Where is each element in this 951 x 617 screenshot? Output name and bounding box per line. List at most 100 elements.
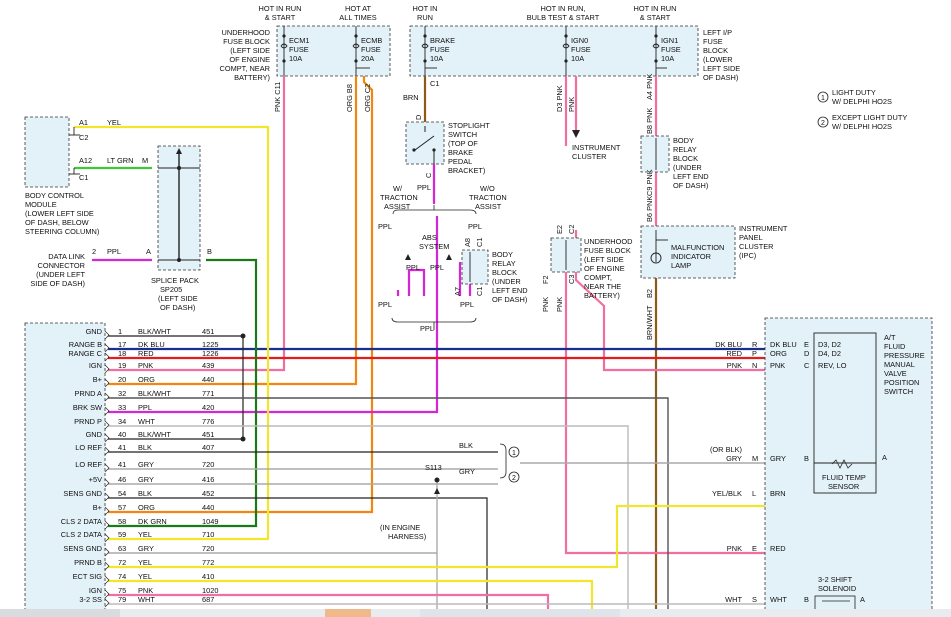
ecm-row-label: ECT SIG bbox=[73, 572, 103, 581]
right-row-inner: DK BLU bbox=[770, 340, 797, 349]
ecm-row-label: PRND P bbox=[74, 417, 102, 426]
fuse-ign0-type: FUSE bbox=[571, 45, 591, 54]
ecm-row-pin: 17 bbox=[118, 340, 126, 349]
svg-text:BATTERY): BATTERY) bbox=[234, 73, 270, 82]
svg-text:PPL: PPL bbox=[107, 247, 121, 256]
svg-text:B6 PNK: B6 PNK bbox=[645, 196, 654, 222]
svg-text:HARNESS): HARNESS) bbox=[388, 532, 426, 541]
fuse-ecmb-type: FUSE bbox=[361, 45, 381, 54]
ecm-row-label: SENS GND bbox=[63, 489, 102, 498]
fuse-brake-rating: 10A bbox=[430, 54, 443, 63]
right-row-pin: N bbox=[752, 361, 757, 370]
svg-text:C2: C2 bbox=[567, 225, 576, 234]
svg-text:SENSOR: SENSOR bbox=[828, 482, 859, 491]
body-control-module bbox=[24, 116, 70, 188]
right-row-pin: R bbox=[752, 340, 757, 349]
ecm-row-circuit: 1020 bbox=[202, 586, 218, 595]
wire-pnk-ign bbox=[108, 76, 286, 372]
ecm-row-circuit: 1226 bbox=[202, 349, 218, 358]
svg-text:(UNDER LEFT: (UNDER LEFT bbox=[36, 270, 85, 279]
svg-text:W/O: W/O bbox=[480, 184, 495, 193]
svg-text:FUSE: FUSE bbox=[703, 37, 723, 46]
ecm-row-color: YEL bbox=[138, 572, 152, 581]
fuse-ecmb-name: ECMB bbox=[361, 36, 382, 45]
svg-text:ABS: ABS bbox=[422, 233, 437, 242]
ecm-row-pin-mark bbox=[104, 547, 110, 557]
ecm-row-pin-mark bbox=[104, 378, 110, 388]
svg-text:OF DASH): OF DASH) bbox=[492, 295, 527, 304]
hot-label-ign0: HOT IN RUN, bbox=[540, 4, 585, 13]
svg-text:INDICATOR: INDICATOR bbox=[671, 252, 711, 261]
ecm-row-pin-mark bbox=[104, 520, 110, 530]
svg-text:MODULE: MODULE bbox=[25, 200, 57, 209]
wire-org-b-plus-57 bbox=[108, 76, 374, 514]
ecm-row-label: RANGE C bbox=[68, 349, 102, 358]
right-row-pin: L bbox=[752, 489, 756, 498]
svg-text:A1: A1 bbox=[79, 118, 88, 127]
hot-label-ign1: HOT IN RUN bbox=[634, 4, 677, 13]
ecm-row-color: YEL bbox=[138, 558, 152, 567]
svg-text:CLUSTER: CLUSTER bbox=[739, 242, 774, 251]
ecm-row-pin-mark bbox=[104, 446, 110, 456]
svg-text:COMPT, NEAR: COMPT, NEAR bbox=[219, 64, 270, 73]
svg-text:A12: A12 bbox=[79, 156, 92, 165]
ecm-row-pin: 41 bbox=[118, 443, 126, 452]
svg-text:MANUAL: MANUAL bbox=[884, 360, 915, 369]
ecm-row-pin-mark bbox=[104, 478, 110, 488]
svg-text:OF ENGINE: OF ENGINE bbox=[229, 55, 270, 64]
ecm-row-label: BRK SW bbox=[73, 403, 102, 412]
svg-text:PPL: PPL bbox=[406, 263, 420, 272]
svg-text:A: A bbox=[860, 595, 865, 604]
svg-text:PPL: PPL bbox=[460, 300, 474, 309]
fuse-ign0-rating: 10A bbox=[571, 54, 584, 63]
ecm-row-color: BLK/WHT bbox=[138, 430, 171, 439]
ecm-row-circuit: 771 bbox=[202, 389, 214, 398]
ecm-row-circuit: 440 bbox=[202, 503, 214, 512]
svg-text:(LOWER LEFT SIDE: (LOWER LEFT SIDE bbox=[25, 209, 94, 218]
svg-text:(LOWER: (LOWER bbox=[703, 55, 733, 64]
fuse-ecm1-rating: 10A bbox=[289, 54, 302, 63]
svg-text:PRESSURE: PRESSURE bbox=[884, 351, 925, 360]
right-row-inner: PNK bbox=[770, 361, 785, 370]
svg-text:OF ENGINE: OF ENGINE bbox=[584, 264, 625, 273]
right-row-inner: RED bbox=[770, 544, 786, 553]
ecm-row-color: PNK bbox=[138, 361, 153, 370]
ecm-row-pin-mark bbox=[104, 463, 110, 473]
ecm-row-pin: 19 bbox=[118, 361, 126, 370]
svg-text:D3 PNK: D3 PNK bbox=[555, 85, 564, 112]
svg-text:SWITCH: SWITCH bbox=[448, 130, 477, 139]
ecm-row-pin: 18 bbox=[118, 349, 126, 358]
right-row-pin: E bbox=[752, 544, 757, 553]
svg-text:B2: B2 bbox=[645, 289, 654, 298]
ecm-row-circuit: 1049 bbox=[202, 517, 218, 526]
svg-text:SYSTEM: SYSTEM bbox=[419, 242, 449, 251]
svg-text:(TOP OF: (TOP OF bbox=[448, 139, 478, 148]
svg-text:W/: W/ bbox=[393, 184, 403, 193]
svg-text:2: 2 bbox=[92, 247, 96, 256]
right-row-inner: WHT bbox=[770, 595, 787, 604]
ecm-row-circuit: 710 bbox=[202, 530, 214, 539]
svg-text:PPL: PPL bbox=[378, 300, 392, 309]
svg-text:LIGHT DUTY: LIGHT DUTY bbox=[832, 88, 876, 97]
ecm-row-pin-mark bbox=[104, 589, 110, 599]
svg-text:(LEFT SIDE: (LEFT SIDE bbox=[584, 255, 624, 264]
svg-text:COMPT,: COMPT, bbox=[584, 273, 612, 282]
svg-text:A: A bbox=[882, 453, 887, 462]
left-ip-fuse-block bbox=[409, 25, 699, 77]
ecm-row-pin: 58 bbox=[118, 517, 126, 526]
fuse-ign1-rating: 10A bbox=[661, 54, 674, 63]
svg-text:F2: F2 bbox=[541, 275, 550, 284]
svg-text:RELAY: RELAY bbox=[673, 145, 697, 154]
right-row-color: WHT bbox=[725, 595, 742, 604]
hot-label-ecm1: HOT IN RUN bbox=[259, 4, 302, 13]
svg-text:STEERING COLUMN): STEERING COLUMN) bbox=[25, 227, 99, 236]
svg-text:ASSIST: ASSIST bbox=[384, 202, 411, 211]
svg-text:(LEFT SIDE: (LEFT SIDE bbox=[158, 294, 198, 303]
ecm-row-pin: 63 bbox=[118, 544, 126, 553]
ecm-row-circuit: 407 bbox=[202, 443, 214, 452]
ecm-row-pin: 74 bbox=[118, 572, 126, 581]
ecm-row-circuit: 440 bbox=[202, 375, 214, 384]
hot-label-ecmb: HOT AT bbox=[345, 4, 371, 13]
svg-text:BODY: BODY bbox=[492, 250, 513, 259]
right-row-inner: BRN bbox=[770, 489, 786, 498]
